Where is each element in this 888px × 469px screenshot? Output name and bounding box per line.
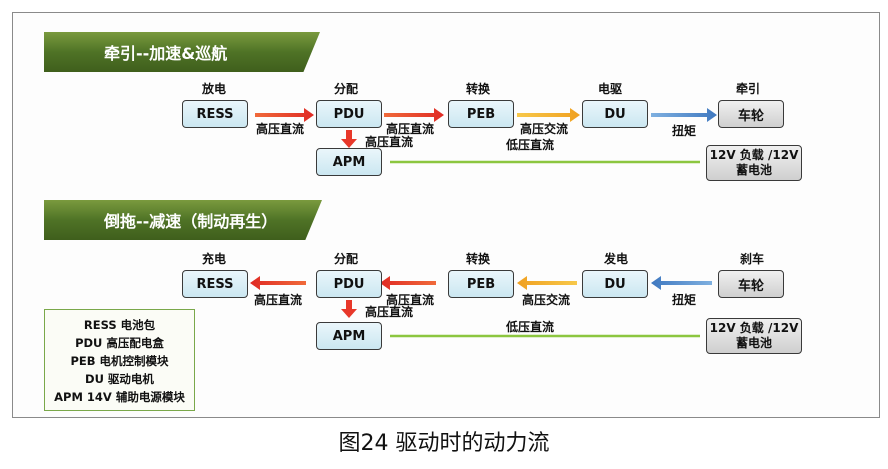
label-brake: 刹车 xyxy=(740,252,765,266)
node-ress-2: RESS xyxy=(182,270,248,298)
load-line-1-2: 12V 负载 /12V xyxy=(709,321,799,335)
arrow-pdu-peb xyxy=(384,108,444,122)
node-ress: RESS xyxy=(182,100,248,128)
legend-item-ress: RESS 电池包 xyxy=(83,318,156,332)
arrow-peb-du xyxy=(517,108,580,122)
node-du: DU xyxy=(582,100,648,128)
edge-label-pdu-apm-2: 高压直流 xyxy=(365,305,414,319)
node-12v-load: 12V 负载 /12V 蓄电池 xyxy=(706,145,802,181)
edge-label-apm-load-2: 低压直流 xyxy=(506,320,555,334)
load-line-2: 蓄电池 xyxy=(735,163,772,177)
load-line-2-2: 蓄电池 xyxy=(735,336,772,350)
node-12v-load-2: 12V 负载 /12V 蓄电池 xyxy=(706,318,802,354)
edge-label-wheel-du: 扭矩 xyxy=(672,293,697,307)
section-header-regen: 倒拖--减速（制动再生） xyxy=(44,200,322,240)
legend-box: RESS 电池包 PDU 高压配电盒 PEB 电机控制模块 DU 驱动电机 AP… xyxy=(44,309,195,411)
arrow-pdu-apm-2 xyxy=(341,300,357,318)
node-wheel-2: 车轮 xyxy=(718,270,784,298)
label-distribute-2: 分配 xyxy=(334,252,359,266)
node-pdu-2: PDU xyxy=(316,270,382,298)
node-peb-2: PEB xyxy=(448,270,514,298)
legend-item-apm: APM 14V 辅助电源模块 xyxy=(54,390,185,404)
node-pdu: PDU xyxy=(316,100,382,128)
edge-label-pdu-apm: 高压直流 xyxy=(365,135,414,149)
node-apm: APM xyxy=(316,148,382,176)
edge-label-du-peb: 高压交流 xyxy=(522,293,571,307)
label-discharge: 放电 xyxy=(202,82,227,96)
node-apm-2: APM xyxy=(316,322,382,350)
edge-label-du-wheel: 扭矩 xyxy=(672,124,697,138)
load-line-1: 12V 负载 /12V xyxy=(709,148,799,162)
legend-item-du: DU 驱动电机 xyxy=(85,372,154,386)
node-wheel: 车轮 xyxy=(718,100,784,128)
figure-caption: 图24 驱动时的动力流 xyxy=(338,431,550,456)
label-generate: 发电 xyxy=(604,252,629,266)
label-traction: 牵引 xyxy=(736,82,761,96)
label-drive: 电驱 xyxy=(598,82,623,96)
arrow-du-wheel xyxy=(651,108,717,122)
section-header-traction: 牵引--加速&巡航 xyxy=(44,32,320,72)
node-du-2: DU xyxy=(582,270,648,298)
label-convert-2: 转换 xyxy=(466,252,491,266)
arrow-peb-pdu xyxy=(380,276,436,290)
arrow-wheel-du xyxy=(651,276,712,290)
arrow-pdu-apm xyxy=(341,130,357,148)
edge-label-apm-load: 低压直流 xyxy=(506,138,555,152)
arrow-du-peb xyxy=(517,276,577,290)
legend-item-pdu: PDU 高压配电盒 xyxy=(75,336,164,350)
edge-label-peb-pdu: 高压直流 xyxy=(386,293,435,307)
edge-label-peb-du: 高压交流 xyxy=(520,122,569,136)
label-convert: 转换 xyxy=(466,82,491,96)
edge-label-ress-pdu: 高压直流 xyxy=(256,122,305,136)
arrow-ress-pdu xyxy=(255,108,314,122)
arrow-pdu-ress xyxy=(250,276,306,290)
edge-label-pdu-ress: 高压直流 xyxy=(254,293,303,307)
node-peb: PEB xyxy=(448,100,514,128)
label-charge: 充电 xyxy=(202,252,227,266)
label-distribute: 分配 xyxy=(334,82,359,96)
edge-label-pdu-peb: 高压直流 xyxy=(386,122,435,136)
legend-item-peb: PEB 电机控制模块 xyxy=(70,354,169,368)
